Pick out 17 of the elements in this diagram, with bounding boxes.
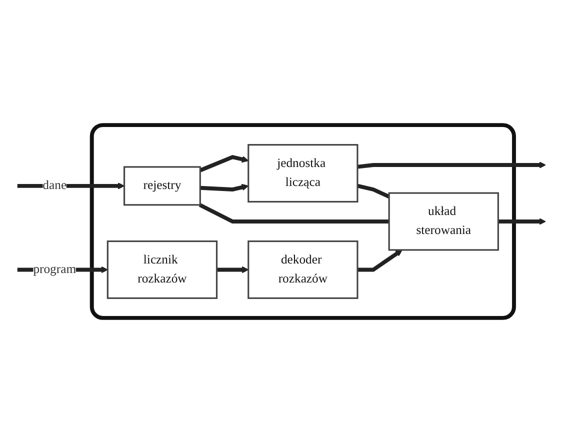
arrow [357,250,402,272]
arrow [199,155,249,172]
connector-line [198,203,390,224]
edge-label: dane [42,178,67,192]
node-box: licznik rozkazów [106,240,218,299]
cluster [90,123,516,320]
connector-line [357,184,390,198]
arrow [17,182,125,190]
node-box: jednostka licząca [248,144,358,203]
edge-label: program [33,262,76,276]
arrow [216,266,249,274]
node-box: układ sterowania [388,192,499,251]
arrow [200,184,249,192]
arrow [498,218,546,225]
node-box: rejestry [123,166,201,206]
node-box: dekoder rozkazów [248,240,358,299]
arrow [357,162,546,169]
